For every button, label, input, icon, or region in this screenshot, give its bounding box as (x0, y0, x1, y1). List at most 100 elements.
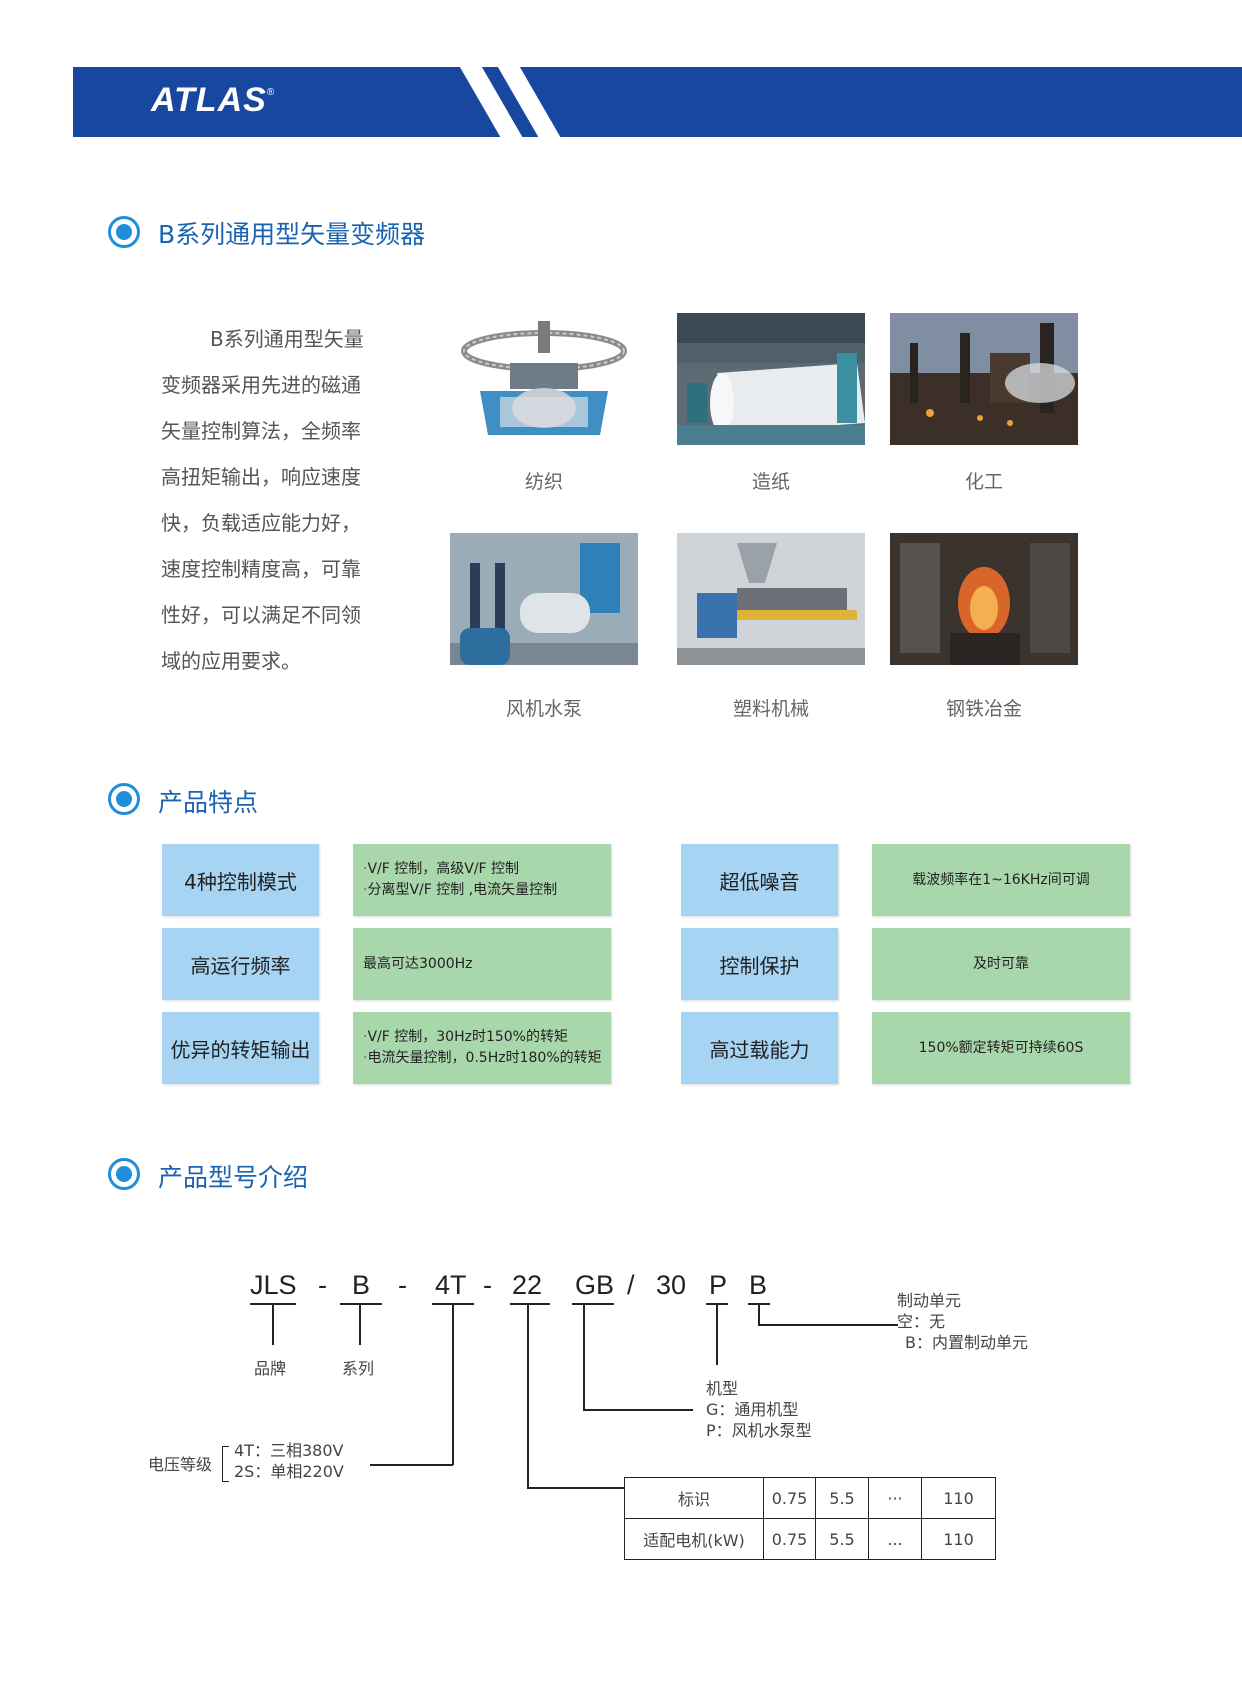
feature-name: 超低噪音 (681, 844, 838, 916)
feature-name: 优异的转矩输出 (162, 1012, 319, 1084)
code-dash: - (483, 1270, 492, 1300)
code-slash: / (627, 1270, 635, 1300)
intro-line: 变频器采用先进的磁通 (161, 373, 361, 397)
industry-label: 纺织 (524, 471, 563, 493)
label-brand: 品牌 (254, 1359, 287, 1378)
code-type-g: GB (575, 1270, 615, 1300)
connector-line (758, 1303, 760, 1325)
brake-title: 制动单元 (897, 1291, 962, 1310)
feature-desc-line: ·V/F 控制，高级V/F 控制 (363, 861, 520, 877)
intro-line: B系列通用型矢量 (210, 327, 364, 351)
brake-none: 空：无 (897, 1312, 946, 1331)
section-bullet-icon (108, 1158, 140, 1190)
connector-line (527, 1303, 529, 1488)
feature-desc-line: 载波频率在1~16KHz间可调 (912, 871, 1090, 888)
connector-line (758, 1324, 898, 1326)
voltage-title: 电压等级 (148, 1455, 213, 1474)
brake-legend: 制动单元 空：无 B：内置制动单元 (897, 1290, 1028, 1353)
table-cell: ... (868, 1518, 922, 1560)
type-title: 机型 (706, 1379, 739, 1398)
connector-line (370, 1464, 453, 1466)
label-series: 系列 (342, 1359, 375, 1378)
code-dash: - (318, 1270, 327, 1300)
power-spec-table: 标识 0.75 5.5 ··· 110 适配电机(kW) 0.75 5.5 ..… (624, 1477, 996, 1560)
intro-line: 高扭矩输出，响应速度 (161, 465, 361, 489)
table-cell: 5.5 (815, 1518, 869, 1560)
feature-desc: 载波频率在1~16KHz间可调 (872, 844, 1130, 916)
table-row: 适配电机(kW) 0.75 5.5 ... 110 (624, 1518, 996, 1560)
feature-desc-line: ·V/F 控制，30Hz时150%的转矩 (363, 1029, 568, 1045)
connector-line (527, 1487, 624, 1489)
feature-desc: ·V/F 控制，30Hz时150%的转矩 ·电流矢量控制，0.5Hz时180%的… (353, 1012, 611, 1084)
code-brand: JLS (250, 1270, 297, 1300)
voltage-bracket (222, 1446, 229, 1482)
feature-name: 控制保护 (681, 928, 838, 1000)
connector-line (359, 1303, 361, 1345)
code-power: 22 (512, 1270, 543, 1300)
code-dash: - (398, 1270, 407, 1300)
industry-label: 造纸 (751, 471, 790, 493)
feature-desc: ·V/F 控制，高级V/F 控制 ·分离型V/F 控制 ,电流矢量控制 (353, 844, 611, 916)
intro-line: 速度控制精度高，可靠 (161, 557, 361, 581)
code-power-p: 30 (656, 1270, 687, 1300)
paper-mill-photo (677, 313, 865, 445)
code-series: B (352, 1270, 371, 1300)
feature-desc: 及时可靠 (872, 928, 1130, 1000)
feature-desc-line: ·分离型V/F 控制 ,电流矢量控制 (363, 882, 558, 898)
feature-desc: 最高可达3000Hz (353, 928, 611, 1000)
feature-desc-line: 150%额定转矩可持续60S (918, 1039, 1084, 1056)
section-title-product: B系列通用型矢量变频器 (158, 220, 426, 249)
feature-name: 高运行频率 (162, 928, 319, 1000)
section-bullet-icon (108, 783, 140, 815)
table-cell: 110 (921, 1518, 996, 1560)
type-general: G：通用机型 (706, 1400, 799, 1419)
connector-line (583, 1409, 693, 1411)
code-type-p: P (709, 1270, 728, 1300)
industry-label: 化工 (964, 471, 1003, 493)
table-cell: 110 (921, 1477, 996, 1519)
underline (510, 1303, 550, 1305)
feature-desc-line: 最高可达3000Hz (363, 955, 473, 972)
intro-line: 性好，可以满足不同领 (161, 603, 361, 627)
underline (340, 1303, 382, 1305)
table-cell: 0.75 (763, 1518, 816, 1560)
atlas-logo: ATLAS® (151, 81, 276, 119)
feature-desc-line: ·电流矢量控制，0.5Hz时180%的转矩 (363, 1050, 602, 1066)
plastic-extruder-photo (677, 533, 865, 665)
code-brake: B (749, 1270, 768, 1300)
table-cell: ··· (868, 1477, 922, 1519)
textile-machine-photo (450, 313, 638, 445)
intro-line: 矢量控制算法，全频率 (161, 419, 361, 443)
brake-builtin: B：内置制动单元 (905, 1333, 1028, 1352)
water-pump-photo (450, 533, 638, 665)
table-row: 标识 0.75 5.5 ··· 110 (624, 1477, 996, 1519)
voltage-4t: 4T：三相380V (234, 1441, 344, 1460)
header-bar: ATLAS® (73, 67, 1242, 137)
steel-furnace-photo (890, 533, 1078, 665)
voltage-2s: 2S：单相220V (234, 1462, 344, 1481)
section-bullet-icon (108, 216, 140, 248)
table-cell: 标识 (624, 1477, 764, 1519)
industry-label: 风机水泵 (505, 698, 582, 720)
chemical-plant-photo (890, 313, 1078, 445)
table-cell: 5.5 (815, 1477, 869, 1519)
connector-line (716, 1303, 718, 1365)
table-cell: 适配电机(kW) (624, 1518, 764, 1560)
feature-desc: 150%额定转矩可持续60S (872, 1012, 1130, 1084)
feature-name: 高过载能力 (681, 1012, 838, 1084)
code-voltage: 4T (435, 1270, 467, 1300)
section-title-model: 产品型号介绍 (158, 1163, 309, 1192)
connector-line (452, 1303, 454, 1465)
underline (572, 1303, 614, 1305)
industry-label: 塑料机械 (732, 698, 809, 720)
intro-line: 快，负载适应能力好， (161, 511, 361, 535)
feature-desc-line: 及时可靠 (973, 955, 1029, 972)
voltage-options: 4T：三相380V 2S：单相220V (234, 1440, 344, 1482)
section-title-features: 产品特点 (158, 788, 259, 817)
connector-line (272, 1303, 274, 1345)
connector-line (583, 1303, 585, 1410)
type-fan-pump: P：风机水泵型 (706, 1421, 812, 1440)
table-cell: 0.75 (763, 1477, 816, 1519)
feature-name: 4种控制模式 (162, 844, 319, 916)
type-legend: 机型 G：通用机型 P：风机水泵型 (706, 1378, 812, 1441)
